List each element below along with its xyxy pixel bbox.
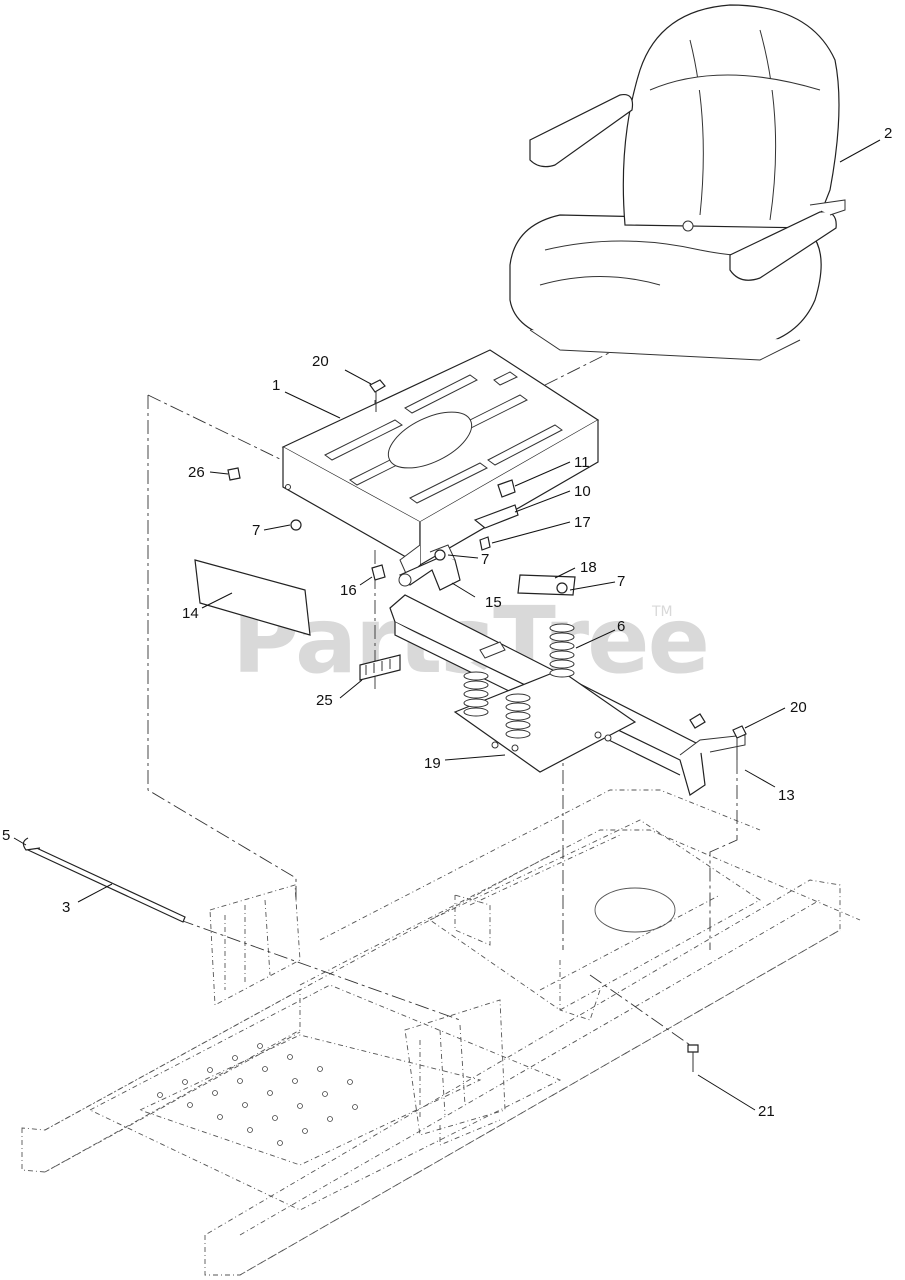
callout-2: 2: [884, 125, 892, 142]
callout-labels: 1 2 3 5 6 7 7 7 10 11 13 14 15 16 17 18 …: [2, 125, 892, 1120]
callout-17: 17: [574, 514, 591, 531]
leader-lines: [13, 139, 881, 1111]
hardware: [22, 379, 747, 1072]
callout-16: 16: [340, 582, 357, 599]
chassis-frame: [21, 789, 861, 1276]
seat-latch: [398, 544, 461, 591]
callout-13: 13: [778, 787, 795, 804]
callout-14: 14: [182, 605, 199, 622]
callout-20-a: 20: [312, 353, 329, 370]
callout-21: 21: [758, 1103, 775, 1120]
callout-18: 18: [580, 559, 597, 576]
callout-6: 6: [617, 618, 625, 635]
seat: [509, 4, 846, 361]
bracket-25: [359, 654, 401, 681]
callout-3: 3: [62, 899, 70, 916]
callout-1: 1: [272, 377, 280, 394]
callout-26: 26: [188, 464, 205, 481]
callout-15: 15: [485, 594, 502, 611]
callout-20-b: 20: [790, 699, 807, 716]
callout-19: 19: [424, 755, 441, 772]
decal-14: [194, 559, 311, 636]
springs: [463, 623, 575, 739]
callout-5: 5: [2, 827, 10, 844]
callout-10: 10: [574, 483, 591, 500]
seat-pan: [281, 349, 600, 579]
watermark-tm: TM: [651, 604, 673, 620]
callout-7-c: 7: [617, 573, 625, 590]
callout-7-a: 7: [252, 522, 260, 539]
callout-7-b: 7: [481, 551, 489, 568]
suspension-plate: [453, 669, 637, 773]
footplate-holes: [157, 1043, 358, 1146]
callout-11: 11: [574, 454, 590, 471]
callout-25: 25: [316, 692, 333, 709]
